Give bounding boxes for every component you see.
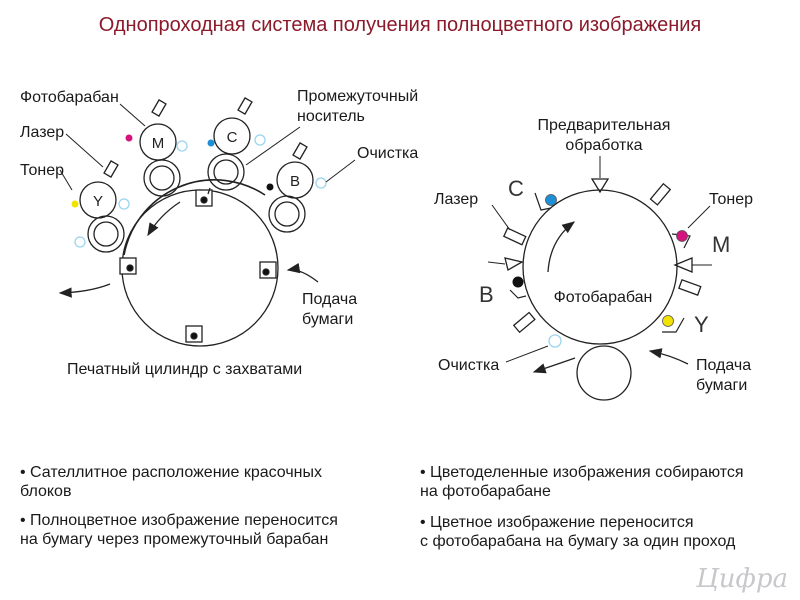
left-label-intermediate-2: носитель — [297, 108, 365, 125]
photodrum-circle — [522, 189, 678, 345]
left-diagram — [58, 97, 356, 347]
logo: Цифра — [696, 564, 788, 594]
letter-m: M — [712, 232, 730, 257]
left-label-cylinder: Печатный цилиндр с захватами — [67, 361, 302, 378]
intermediate-carrier — [123, 179, 266, 256]
bullet-left-1-line-2: блоков — [20, 483, 72, 500]
left-label-cleaning: Очистка — [357, 145, 418, 162]
left-label-toner: Тонер — [20, 162, 64, 179]
bullets-left: • Сателлитное расположение красочных бло… — [20, 463, 338, 549]
unit-c — [207, 97, 266, 191]
bullets-right: • Цветоделенные изображения собираются н… — [420, 463, 744, 551]
unit-b — [266, 142, 327, 233]
right-label-laser: Лазер — [434, 191, 478, 208]
right-label-toner: Тонер — [709, 191, 753, 208]
right-label-cleaning: Очистка — [438, 357, 499, 374]
right-paper-out-arrow — [532, 357, 576, 374]
left-label-laser: Лазер — [20, 124, 64, 141]
left-label-photodrum: Фотобарабан — [20, 89, 119, 106]
left-label-paper-1: Подача — [302, 291, 357, 308]
bullet-left-1-line-1: • Сателлитное расположение красочных — [20, 464, 323, 481]
letter-y: Y — [694, 312, 709, 337]
unit-c-letter: C — [227, 129, 238, 146]
station-b — [487, 257, 562, 348]
unit-b-letter: B — [290, 173, 300, 190]
grippers — [119, 189, 277, 343]
right-label-paper-2: бумаги — [696, 377, 747, 394]
bullet-left-2-line-1: • Полноцветное изображение переносится — [20, 512, 338, 529]
right-label-photodrum: Фотобарабан — [554, 289, 653, 306]
rotation-arrow-intermediate — [147, 201, 181, 237]
bullet-right-2-line-1: • Цветное изображение переносится — [420, 514, 694, 531]
station-m — [649, 182, 712, 296]
printing-cylinder — [121, 189, 279, 347]
paper-roller — [576, 345, 632, 401]
unit-m — [125, 99, 188, 197]
drum-rotation-arrow — [547, 221, 576, 273]
unit-y-letter: Y — [93, 193, 103, 210]
bullet-right-2-line-2: с фотобарабана на бумагу за один проход — [420, 533, 736, 550]
bullet-right-1-line-1: • Цветоделенные изображения собираются — [420, 464, 744, 481]
cylinder-top-arrow — [207, 187, 211, 195]
right-label-pre-2: обработка — [565, 137, 642, 154]
paper-feed-arrow — [286, 262, 319, 283]
right-label-paper-1: Подача — [696, 357, 751, 374]
left-label-paper-2: бумаги — [302, 311, 353, 328]
page-title: Однопроходная система получения полноцве… — [98, 14, 702, 36]
letter-b: B — [479, 282, 494, 307]
unit-m-letter: M — [152, 135, 165, 152]
right-paper-feed-arrow — [648, 348, 689, 365]
station-c — [502, 192, 557, 246]
station-y — [662, 315, 685, 333]
left-label-intermediate-1: Промежуточный — [297, 88, 418, 105]
unit-y — [71, 160, 130, 253]
right-diagram — [487, 156, 712, 401]
right-label-pre-1: Предварительная — [538, 117, 671, 134]
letter-c: C — [508, 176, 524, 201]
bullet-right-1-line-2: на фотобарабане — [420, 483, 551, 500]
bullet-left-2-line-2: на бумагу через промежуточный барабан — [20, 531, 329, 548]
pre-treatment-marker — [590, 178, 610, 194]
paper-out-arrow — [58, 283, 111, 298]
